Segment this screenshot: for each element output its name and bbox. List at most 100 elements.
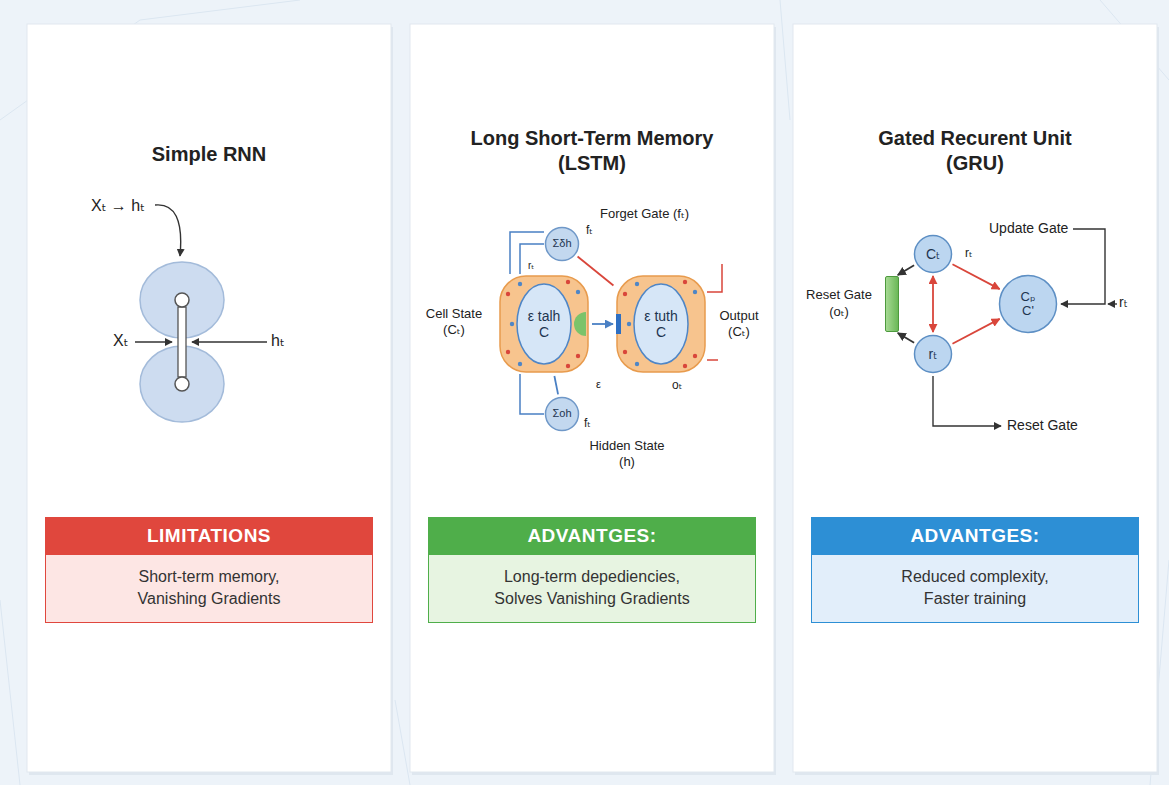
diagram-label: Output (Cₜ) <box>710 308 768 341</box>
cell-dot <box>683 280 687 284</box>
cell-dot <box>623 292 627 296</box>
cell-dot <box>566 280 570 284</box>
circle-shape <box>915 236 952 273</box>
update-gate-line <box>1061 229 1105 304</box>
circle-shape <box>546 398 579 431</box>
diagram-label: Cell State (Cₜ) <box>416 306 492 339</box>
diagram-label: hₜ <box>271 331 285 351</box>
rnn-port <box>175 377 189 391</box>
box-header: ADVANTGES: <box>428 517 756 555</box>
panel-card-ground <box>410 24 774 772</box>
cell-block: ε tuth C <box>615 274 707 374</box>
gate-bar <box>885 276 899 332</box>
diagram-label: rₜ <box>965 246 973 261</box>
connector <box>578 257 614 286</box>
cell-dot <box>576 354 580 358</box>
cell-block: ε talh C <box>498 274 590 374</box>
blue-wire <box>510 232 544 274</box>
reset-gate: Reset Gate (oₜ) <box>799 276 899 332</box>
gate-circle: Σδh <box>544 226 580 262</box>
cell-core <box>634 284 688 364</box>
box-header: LIMITATIONS <box>45 517 373 555</box>
rnn-port <box>175 293 189 307</box>
cell-dot <box>635 282 639 286</box>
panel-card: Long Short-Term Memory (LSTM) Σδh ε talh C… <box>410 24 774 772</box>
cell-dot <box>566 364 570 368</box>
circle-label: Σδh <box>552 238 571 250</box>
box-body: Short-term memory, Vanishing Gradients <box>45 555 373 623</box>
red-wire <box>707 359 718 361</box>
summary-box: LIMITATIONSShort-term memory, Vanishing … <box>45 517 373 623</box>
diagram-label: Xₜ <box>113 331 128 351</box>
cell-dot <box>576 290 580 294</box>
panel-card-ground <box>27 24 391 772</box>
diagram-label: Xₜ → hₜ <box>91 196 145 216</box>
panel-card-ground <box>793 24 1157 772</box>
blue-wire <box>520 244 544 274</box>
box-body: Reduced complexity, Faster training <box>811 555 1139 623</box>
summary-box: ADVANTGES:Long-term depediencies, Solves… <box>428 517 756 623</box>
diagram-label: oₜ <box>672 378 682 393</box>
summary-box: ADVANTGES:Reduced complexity, Faster tra… <box>811 517 1139 623</box>
box-header: ADVANTGES: <box>811 517 1139 555</box>
connector <box>932 276 934 332</box>
cell-body <box>500 276 588 372</box>
red-wire <box>707 264 722 292</box>
connector <box>898 333 914 343</box>
diagram-label: fₜ <box>586 223 593 238</box>
circle-label: rₜ <box>929 347 938 362</box>
cell-core <box>517 284 571 364</box>
diagram-label: Forget Gate (fₜ) <box>600 206 689 222</box>
cell-dot <box>693 290 697 294</box>
circle-label: Cₜ <box>926 247 940 262</box>
circle-shape <box>1000 276 1057 333</box>
diagram-label: Hidden State (h) <box>582 438 672 471</box>
cell-dot <box>518 362 522 366</box>
gate-circle: Cₜ <box>913 234 953 274</box>
diagram-label: fₜ <box>584 416 591 431</box>
cell-label: ε talh C <box>527 308 561 340</box>
gate-circle: Σoh <box>544 396 580 432</box>
cell-dot <box>635 362 639 366</box>
panel-title: Simple RNN <box>84 142 334 167</box>
blue-wire <box>520 374 544 414</box>
cell-dot <box>683 364 687 368</box>
gate-label: Reset Gate (oₜ) <box>799 287 879 321</box>
cell-dot <box>627 322 631 326</box>
gru-wires <box>933 229 1117 426</box>
circle-shape <box>915 336 952 373</box>
diagram-label: rₜ <box>1119 294 1128 312</box>
gate-circle: rₜ <box>913 334 953 374</box>
cell-dot <box>506 350 510 354</box>
cell-dot <box>510 322 514 326</box>
cell-dot <box>506 292 510 296</box>
connector <box>898 265 914 275</box>
rt-arrow <box>1108 303 1117 304</box>
state-arrow <box>192 341 267 342</box>
panel-card: Gated Recurent Unit (GRU)CₜrₜCₚ C'Reset … <box>793 24 1157 772</box>
diagram-label: ε <box>596 378 601 392</box>
rnn-illustration <box>135 205 267 422</box>
loop-arrow <box>155 205 181 256</box>
cell-label: ε tuth C <box>644 308 678 340</box>
gate-half <box>574 312 586 336</box>
circle-label: Σoh <box>552 408 571 420</box>
panel-card: Simple RNN LIMITATIONSShort-term memory, … <box>27 24 391 772</box>
connector <box>952 319 999 344</box>
diagram-label: Reset Gate <box>1007 417 1078 435</box>
connector <box>952 264 999 289</box>
connector <box>592 323 613 325</box>
connector <box>554 376 558 394</box>
cell-body <box>617 276 705 372</box>
gate-bar <box>616 314 621 334</box>
recurrent-bar <box>178 307 186 377</box>
panel-title: Long Short-Term Memory (LSTM) <box>467 126 717 176</box>
circle-shape <box>546 228 579 261</box>
panel-title: Gated Recurent Unit (GRU) <box>850 126 1100 176</box>
cell-dot <box>518 282 522 286</box>
